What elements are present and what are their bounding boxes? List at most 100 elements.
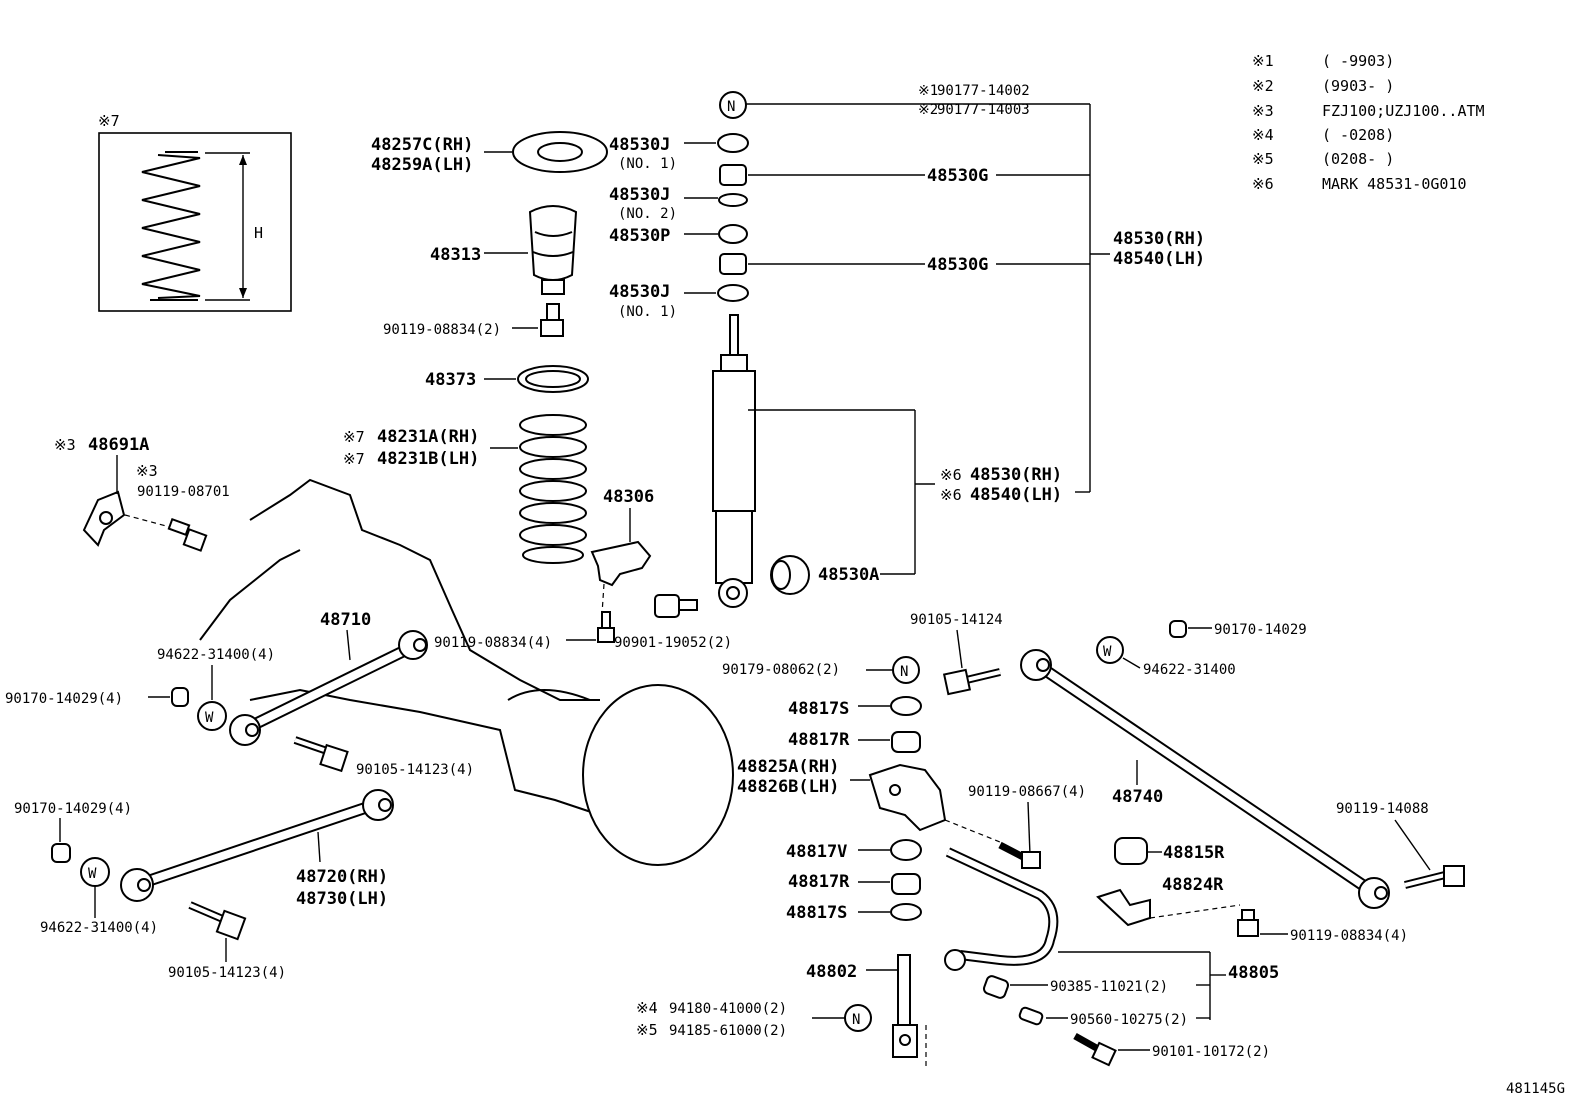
spring-height-inset: ※7 H	[98, 112, 292, 312]
label-mark3-a: ※3	[54, 436, 76, 454]
note-4-mark: ※4	[1252, 126, 1274, 144]
label-94622-31400-a: 94622-31400(4)	[157, 647, 275, 663]
label-48540-lh: 48540(LH)	[1113, 249, 1205, 269]
stabilizer-bar-48805: 48805	[944, 847, 1279, 1020]
lower-control-arm-48720: 48720(RH) 48730(LH)	[120, 789, 394, 909]
label-90105-14124: 90105-14124	[910, 612, 1003, 628]
cushion-48817s-1: 48817S	[788, 696, 922, 719]
label-no1-b: (NO. 1)	[618, 304, 677, 320]
rear-axle-housing	[199, 478, 734, 866]
n-symbol-bottom-text: N	[852, 1012, 860, 1028]
nut-90170-14029-c: 90170-14029	[1169, 620, 1307, 638]
label-48530g-2: 48530G	[927, 255, 988, 275]
label-48710: 48710	[320, 610, 371, 630]
bushing-90385-11021: 90385-11021(2)	[982, 975, 1210, 999]
label-48691a: 48691A	[88, 435, 149, 455]
label-48817r-1: 48817R	[788, 730, 850, 750]
w-symbol-b-text: W	[88, 866, 97, 882]
w-symbol-a	[197, 701, 227, 731]
note-2-text: (9903- )	[1322, 77, 1394, 95]
bracket-48306: 48306	[590, 487, 654, 615]
label-48530p: 48530P	[609, 226, 670, 246]
n-symbol-mid	[892, 656, 920, 684]
washer-94622-31400-c: W 94622-31400	[1096, 636, 1236, 678]
note-1-mark: ※1	[1252, 52, 1274, 70]
label-48720: 48720(RH)	[296, 867, 388, 887]
label-48802: 48802	[806, 962, 857, 982]
label-mark1: ※1	[918, 83, 938, 99]
note-3-mark: ※3	[1252, 102, 1274, 120]
label-90119-08834-mid: 90119-08834(4)	[434, 635, 552, 651]
cushion-48817r-1: 48817R	[788, 730, 921, 753]
bracket-48825a: 48825A(RH) 48826B(LH)	[737, 757, 947, 832]
label-mark6-a: ※6	[940, 466, 962, 484]
shock-absorber-assembly: N ※1 90177-14002 ※2 90177-14003 48530J (…	[609, 83, 1205, 608]
bolt-90119-08667: 90119-08667(4)	[944, 784, 1086, 869]
inset-mark: ※7	[98, 112, 120, 130]
label-mark4: ※4	[636, 999, 658, 1017]
shock-body-lower	[715, 510, 753, 584]
label-90170-14029-a: 90170-14029(4)	[5, 691, 123, 707]
cushion-48817v: 48817V	[786, 839, 922, 862]
label-90170-14029-c: 90170-14029	[1214, 622, 1307, 638]
label-mark7-b: ※7	[343, 450, 365, 468]
lateral-control-rod-48740: 48740	[1020, 649, 1390, 909]
label-48313: 48313	[430, 245, 481, 265]
bolt-90119-08834-low: 90119-08834(4)	[1237, 909, 1408, 944]
label-90177-14003: 90177-14003	[937, 102, 1030, 118]
label-90177-14002: 90177-14002	[937, 83, 1030, 99]
bump-stopper-48313: 48313	[430, 205, 578, 295]
label-48824r: 48824R	[1162, 875, 1224, 895]
differential-cover	[582, 684, 734, 866]
bolt-90119-08701: ※3 90119-08701	[136, 462, 230, 552]
label-90901-19052: 90901-19052(2)	[614, 635, 732, 651]
inset-dimension-h: H	[254, 224, 263, 242]
label-48259a: 48259A(LH)	[371, 155, 473, 175]
n-symbol-top	[719, 91, 747, 119]
label-90119-08834-top: 90119-08834(2)	[383, 322, 501, 338]
w-symbol-c	[1096, 636, 1124, 664]
shock-rod	[729, 314, 739, 356]
note-5-text: (0208- )	[1322, 150, 1394, 168]
note-4-text: ( -0208)	[1322, 126, 1394, 144]
label-48373: 48373	[425, 370, 476, 390]
note-3-text: FZJ100;UZJ100..ATM	[1322, 102, 1485, 120]
bracket-48691a: ※3 48691A	[54, 435, 171, 547]
label-94185-61000: 94185-61000(2)	[669, 1023, 787, 1039]
bolt-90105-14123-b: 90105-14123(4)	[168, 901, 286, 981]
label-no1-a: (NO. 1)	[618, 156, 677, 172]
bracket-48824r: 48824R	[1096, 875, 1241, 927]
label-48530j-3: 48530J	[609, 282, 670, 302]
upper-control-arm-48710: 48710	[229, 610, 428, 746]
label-48815r: 48815R	[1163, 843, 1225, 863]
bolt-90901-19052: 90901-19052(2)	[614, 594, 732, 651]
n-symbol-top-text: N	[727, 99, 735, 115]
label-48817s-2: 48817S	[786, 903, 847, 923]
label-48540-lh-2: 48540(LH)	[970, 485, 1062, 505]
note-2-mark: ※2	[1252, 77, 1274, 95]
w-symbol-c-text: W	[1103, 644, 1112, 660]
label-48257c: 48257C(RH)	[371, 135, 473, 155]
label-mark5: ※5	[636, 1021, 658, 1039]
label-94622-31400-c: 94622-31400	[1143, 662, 1236, 678]
label-48817s-1: 48817S	[788, 699, 849, 719]
label-90560-10275: 90560-10275(2)	[1070, 1012, 1188, 1028]
bolt-90119-08834-top: 90119-08834(2)	[383, 303, 564, 338]
bolt-90119-14088: 90119-14088	[1336, 801, 1465, 889]
label-mark2: ※2	[918, 102, 938, 118]
label-48530g-1: 48530G	[927, 166, 988, 186]
label-90105-14123-b: 90105-14123(4)	[168, 965, 286, 981]
nut-90170-14029-a: 90170-14029(4)	[5, 687, 189, 707]
label-90105-14123-a: 90105-14123(4)	[356, 762, 474, 778]
inset-coil-spring	[141, 154, 201, 299]
note-6-text: MARK 48531-0G010	[1322, 175, 1467, 193]
label-mark3-b: ※3	[136, 462, 158, 480]
note-1-text: ( -9903)	[1322, 52, 1394, 70]
label-48231b: 48231B(LH)	[377, 449, 479, 469]
label-90385-11021: 90385-11021(2)	[1050, 979, 1168, 995]
label-48817r-2: 48817R	[788, 872, 850, 892]
nut-90179-08062: 90179-08062(2) N	[722, 656, 920, 684]
coil-spring-48231: ※7 48231A(RH) ※7 48231B(LH)	[343, 414, 587, 564]
washer-94622-31400-a: 94622-31400(4) W	[157, 647, 275, 731]
